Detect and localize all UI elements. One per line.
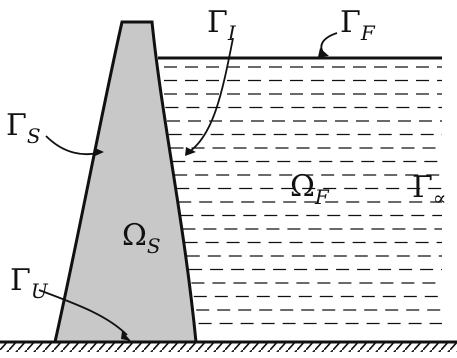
label-omega-s: ΩS: [122, 218, 161, 258]
fluid-hatching: [164, 66, 442, 325]
gamma-s-leader: [45, 135, 102, 156]
dam-structure: [53, 20, 198, 344]
label-omega-f: ΩF: [290, 169, 330, 209]
gamma-f-arrowhead: [318, 48, 329, 57]
gamma-i-arrowhead: [185, 147, 196, 156]
ground-hatching: [0, 342, 457, 352]
gamma-i-leader: [188, 37, 234, 153]
label-gamma-f: ΓF: [340, 5, 376, 45]
label-gamma-s: ΓS: [6, 108, 41, 148]
gamma-f-leader: [320, 32, 338, 55]
gamma-u-leader: [38, 289, 128, 336]
label-gamma-i: ΓI: [207, 5, 237, 45]
gamma-s-arrowhead: [95, 148, 104, 156]
label-gamma-infinity: Γ∝: [412, 170, 446, 210]
label-gamma-u: ΓU: [10, 263, 49, 303]
gamma-u-arrowhead: [121, 331, 131, 341]
